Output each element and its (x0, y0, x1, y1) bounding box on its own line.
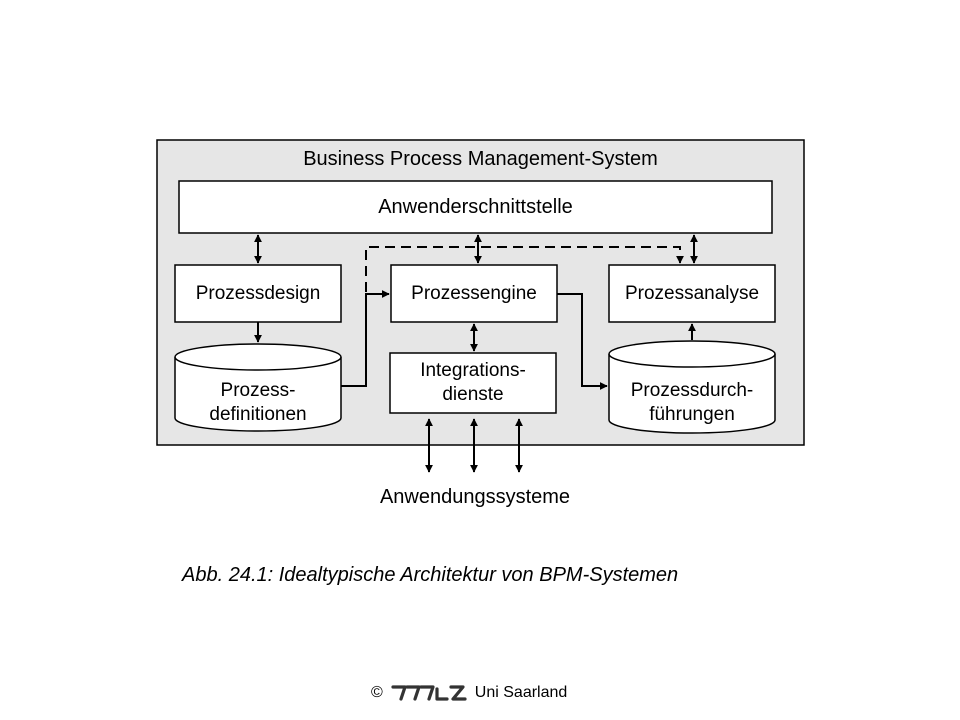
executions-label: Prozessdurch- führungen (609, 373, 775, 433)
institute-logo-icon (391, 685, 467, 701)
copyright-symbol: © (371, 684, 383, 701)
definitions-engine-arrow (341, 290, 390, 387)
design-box (174, 264, 342, 323)
system-title: Business Process Management-System (303, 148, 658, 170)
definitions-label-line2: definitionen (209, 404, 307, 425)
executions-label-line1: Prozessdurch- (630, 380, 754, 401)
definitions-label: Prozess- definitionen (175, 373, 341, 433)
interface-label: Anwenderschnittstelle (378, 196, 573, 218)
interface-box (178, 180, 773, 234)
institution-name: Uni Saarland (474, 684, 568, 701)
design-label: Prozessdesign (195, 283, 321, 304)
integration-label: Integrations- dienste (390, 353, 556, 413)
footer: © Uni Saarland (371, 683, 567, 703)
integration-label-line2: dienste (442, 384, 504, 405)
figure-caption: Abb. 24.1: Idealtypische Architektur von… (182, 564, 679, 586)
definitions-database (174, 343, 342, 432)
executions-label-line2: führungen (649, 404, 735, 425)
analysis-label: Prozessanalyse (624, 283, 760, 304)
executions-database (608, 340, 776, 434)
engine-executions-arrow (557, 293, 608, 390)
definitions-label-line1: Prozess- (220, 380, 296, 401)
dashed-monitoring-arrow (365, 246, 684, 292)
integration-box (389, 352, 557, 414)
integration-label-line1: Integrations- (420, 360, 526, 381)
analysis-box (608, 264, 776, 323)
engine-label: Prozessengine (411, 283, 537, 304)
external-systems-label: Anwendungssysteme (379, 486, 571, 508)
